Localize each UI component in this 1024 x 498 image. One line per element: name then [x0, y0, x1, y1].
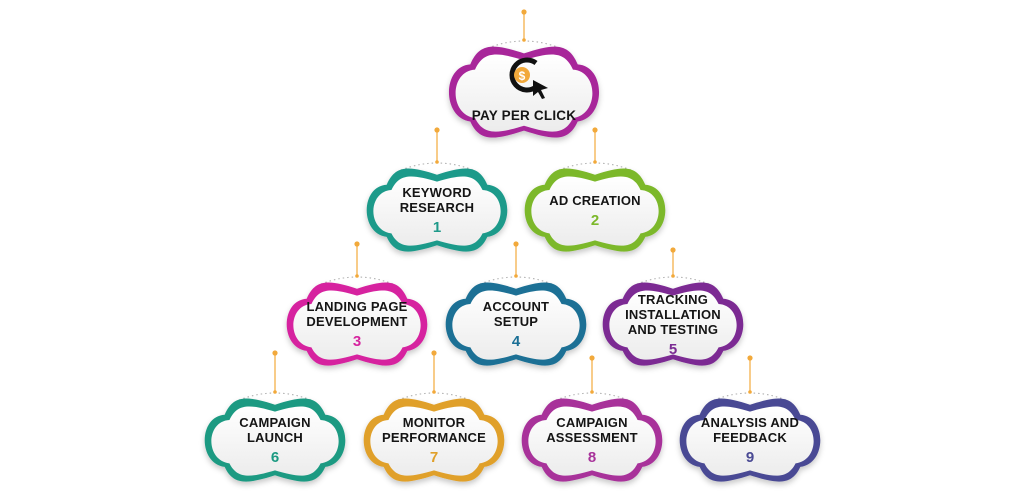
cloud-inner: [293, 290, 421, 360]
connector-end-dot: [355, 274, 359, 278]
step-cloud-tracking-installation: [602, 282, 744, 366]
connector-pin: [479, 241, 553, 285]
connector-end-dot: [432, 390, 436, 394]
cloud-inner: [211, 406, 339, 476]
connector-dot: [747, 355, 753, 361]
connector-dot: [592, 127, 598, 133]
cloud-inner: [686, 406, 814, 476]
step-cloud-analysis-feedback: [679, 398, 821, 482]
connector-dot: [670, 247, 676, 253]
connector-pin: [555, 355, 629, 401]
connector-pin: [558, 127, 632, 171]
connector-dot: [513, 241, 519, 247]
connector-pin: [238, 350, 312, 401]
cloud-inner: [373, 176, 501, 246]
cloud-inner: [452, 290, 580, 360]
connector-pin: [636, 247, 710, 285]
connector-dot: [521, 9, 527, 15]
dollar-cursor-icon: $: [509, 57, 548, 99]
connector-pin: [487, 9, 561, 49]
step-cloud-landing-page-development: [286, 282, 428, 366]
connector-end-dot: [590, 390, 594, 394]
step-cloud-monitor-performance: [363, 398, 505, 482]
connector-pin: [713, 355, 787, 401]
connector-dot: [434, 127, 440, 133]
step-cloud-ad-creation: [524, 168, 666, 252]
connector-pin: [400, 127, 474, 171]
connector-end-dot: [522, 38, 526, 42]
connector-end-dot: [435, 160, 439, 164]
step-cloud-campaign-launch: [204, 398, 346, 482]
connector-dot: [589, 355, 595, 361]
connector-end-dot: [593, 160, 597, 164]
svg-text:$: $: [519, 69, 526, 83]
connector-end-dot: [671, 274, 675, 278]
connector-dot: [431, 350, 437, 356]
step-cloud-keyword-research: [366, 168, 508, 252]
connector-end-dot: [514, 274, 518, 278]
cloud-inner: [370, 406, 498, 476]
connector-pin: [397, 350, 471, 401]
cloud-inner: [609, 290, 737, 360]
step-cloud-account-setup: [445, 282, 587, 366]
nodes-layer: $: [204, 9, 821, 482]
connector-dot: [272, 350, 278, 356]
connector-dot: [354, 241, 360, 247]
connector-pin: [320, 241, 394, 285]
step-cloud-campaign-assessment: [521, 398, 663, 482]
connector-end-dot: [748, 390, 752, 394]
cloud-inner: [531, 176, 659, 246]
cloud-inner: [528, 406, 656, 476]
connector-end-dot: [273, 390, 277, 394]
cloud-inner: [455, 54, 593, 132]
